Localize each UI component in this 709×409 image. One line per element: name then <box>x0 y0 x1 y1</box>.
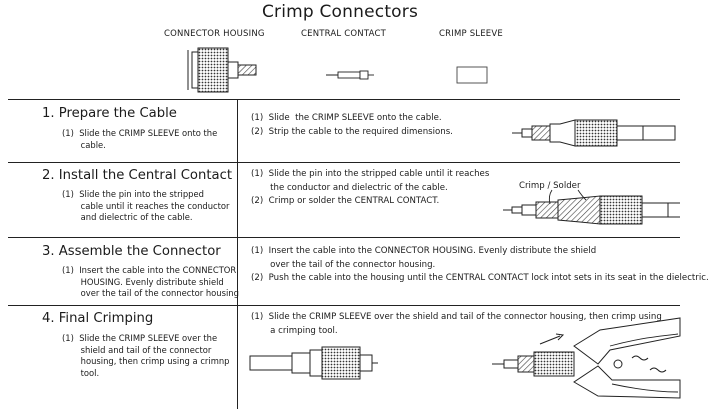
row-divider <box>8 162 680 163</box>
crimp-sleeve-illustration <box>456 66 488 84</box>
row-divider <box>8 237 680 238</box>
central-contact-illustration <box>326 70 374 80</box>
crimp-solder-callout: Crimp / Solder <box>519 181 581 191</box>
row-divider <box>8 305 680 306</box>
crimp-tool-illustration <box>492 317 681 399</box>
connector-housing-illustration <box>187 47 257 93</box>
connector-housing-label: CONNECTOR HOUSING <box>164 29 265 39</box>
central-contact-label: CENTRAL CONTACT <box>301 29 386 39</box>
page-title: Crimp Connectors <box>261 2 419 22</box>
step-1-heading: 1. Prepare the Cable <box>42 106 177 121</box>
step-1-cable-illustration <box>512 119 676 147</box>
crimp-sleeve-label: CRIMP SLEEVE <box>439 29 503 39</box>
step-2-cable-illustration <box>503 189 680 225</box>
step-2-left-text: (1) Slide the pin into the stripped cabl… <box>62 189 230 222</box>
step-illustrations <box>249 119 681 399</box>
column-divider <box>237 99 238 409</box>
step-3-left-text: (1) Insert the cable into the CONNECTOR … <box>62 265 239 298</box>
step-4-heading: 4. Final Crimping <box>42 311 154 326</box>
step-3-right-text: (1) Insert the cable into the CONNECTOR … <box>251 246 709 283</box>
step-4-left-text: (1) Slide the CRIMP SLEEVE over the shie… <box>62 333 230 378</box>
step-1-right-text: (1) Slide the CRIMP SLEEVE onto the cabl… <box>251 113 453 137</box>
step-2-right-text: (1) Slide the pin into the stripped cabl… <box>251 169 490 206</box>
parts-illustrations <box>187 47 488 93</box>
step-4-connector-illustration <box>249 346 378 380</box>
step-2-heading: 2. Install the Central Contact <box>42 168 233 183</box>
step-3-heading: 3. Assemble the Connector <box>42 244 221 259</box>
row-divider <box>8 99 680 100</box>
step-1-left-text: (1) Slide the CRIMP SLEEVE onto the cabl… <box>62 128 218 150</box>
step-4-right-text: (1) Slide the CRIMP SLEEVE over the shie… <box>251 312 662 336</box>
